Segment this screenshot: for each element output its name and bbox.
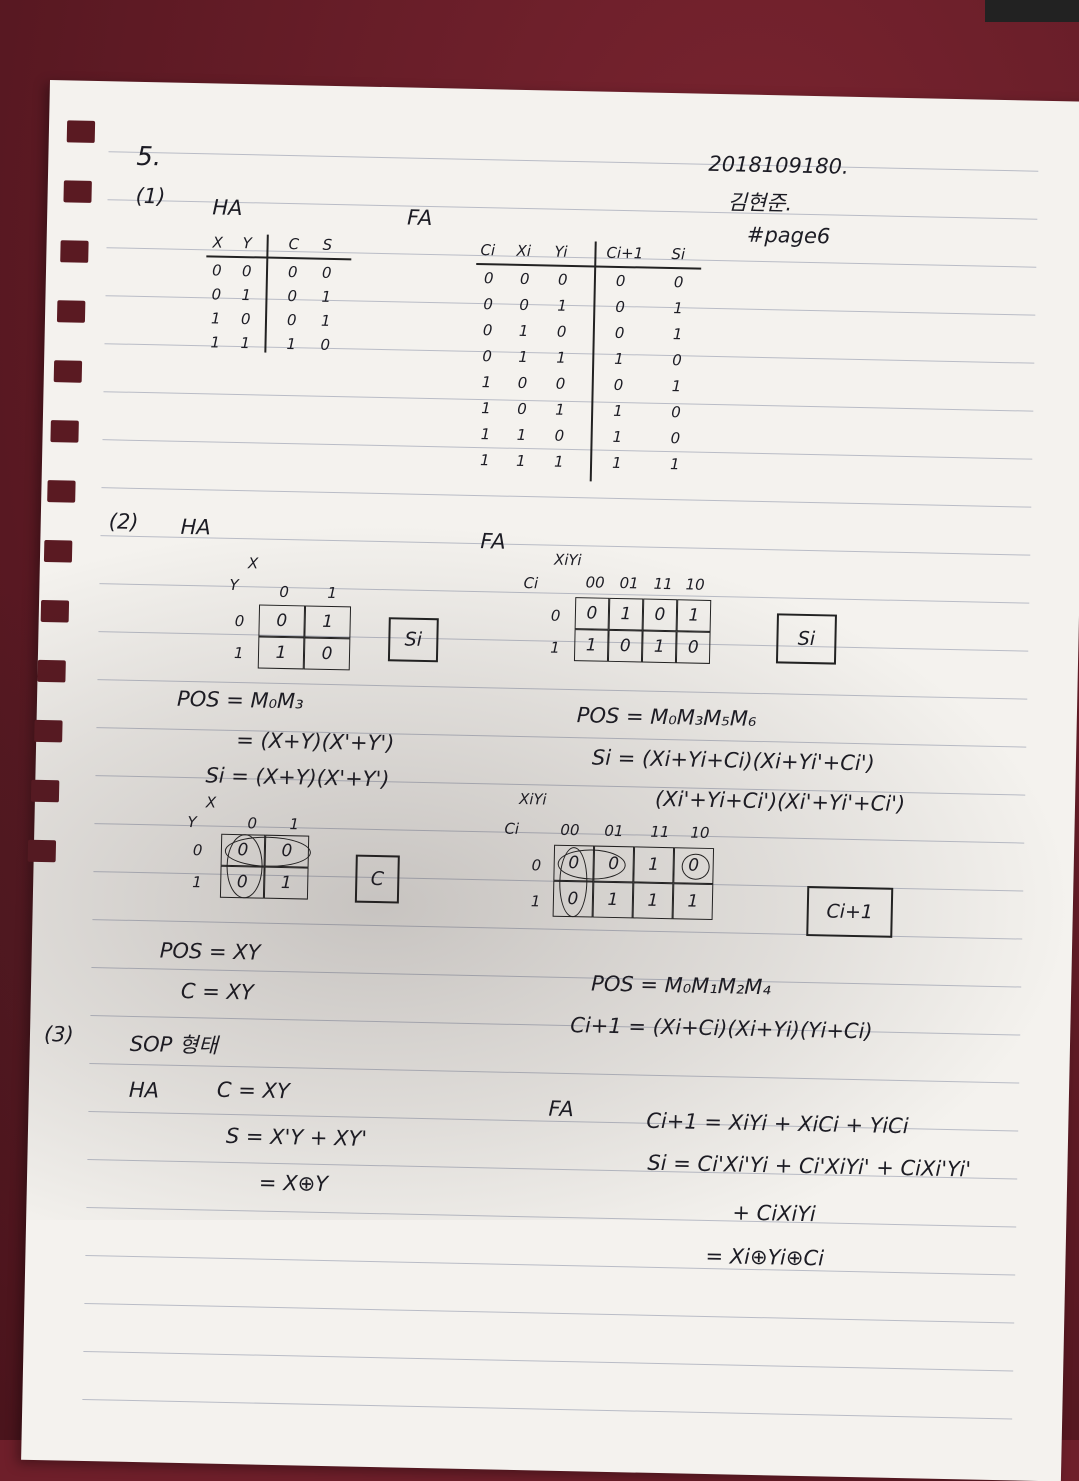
ruled-line: [83, 1350, 1014, 1372]
fa-si-expression-1: Si = (Xi+Yi+Ci)(Xi+Yi'+Ci'): [591, 745, 875, 776]
ruled-line: [86, 1207, 1017, 1228]
punch-hole: [56, 300, 86, 323]
student-id: 2018109180.: [708, 151, 849, 179]
part3-title: SOP 형태: [129, 1031, 218, 1058]
fa-kmap-title: FA: [480, 529, 506, 554]
ha-c-expression: C = XY: [180, 978, 255, 1005]
student-name: 김현준.: [727, 190, 793, 216]
notebook-page: 5. 2018109180. 김현준. #page6 (1) HA FA X Y…: [21, 80, 1079, 1481]
part3-ha-s-xor: = X⊕Y: [258, 1170, 329, 1197]
ruled-line: [90, 1015, 1021, 1036]
punch-hole: [50, 420, 79, 443]
ruled-line: [82, 1398, 1013, 1420]
ha-pos: POS = M₀M₃: [176, 686, 304, 714]
kmap-tag-si-fa: Si: [775, 613, 837, 665]
part3-ha-s: S = X'Y + XY': [225, 1123, 368, 1151]
ruled-line: [85, 1254, 1016, 1276]
punch-hole: [47, 480, 76, 503]
ha-pos-expanded: = (X+Y)(X'+Y'): [235, 728, 395, 756]
fa-kmap-c: XiYi Ci 00 01 11 10 0 1 0 0 1 0 0 1 1 1: [502, 790, 765, 945]
part3-fa-si-cont: + CiXiYi: [732, 1200, 816, 1227]
punch-hole: [63, 180, 92, 203]
part2-label: (2): [108, 509, 139, 534]
punch-hole: [43, 539, 73, 563]
ruled-line: [108, 151, 1039, 172]
fa-pos: POS = M₀M₃M₅M₆: [576, 703, 757, 731]
ruled-line: [84, 1302, 1015, 1324]
punch-hole: [53, 360, 83, 383]
ruled-line: [103, 391, 1034, 412]
kmap-tag-ci1: Ci+1: [806, 886, 894, 938]
ruled-line: [101, 487, 1032, 508]
ruled-line: [107, 199, 1038, 220]
punch-hole: [40, 599, 70, 623]
ha-si-expression: Si = (X+Y)(X'+Y'): [205, 763, 390, 792]
page-reference: #page6: [746, 222, 831, 249]
part3-fa-si: Si = Ci'Xi'Yi + Ci'XiYi' + CiXi'Yi': [647, 1150, 972, 1182]
part3-fa-title: FA: [548, 1096, 575, 1122]
ha-pos-c: POS = XY: [159, 938, 261, 965]
punch-hole: [37, 659, 66, 683]
problem-number: 5.: [136, 141, 162, 173]
fa-pos-c: POS = M₀M₁M₂M₄: [590, 971, 772, 1000]
punch-hole: [60, 240, 89, 263]
punch-hole: [66, 120, 96, 143]
device-edge: [985, 0, 1079, 22]
ruled-line: [102, 439, 1033, 460]
ha-kmap-c: X Y 0 1 0 1 0 0 0 1: [177, 793, 380, 927]
part3-ha-title: HA: [128, 1077, 160, 1103]
fa-ci1-expression: Ci+1 = (Xi+Ci)(Xi+Yi)(Yi+Ci): [570, 1013, 873, 1044]
part3-fa-si-xor: = Xi⊕Yi⊕Ci: [705, 1243, 825, 1271]
part3-ha-c: C = XY: [216, 1077, 290, 1104]
part1-label: (1): [135, 183, 166, 209]
punch-hole: [34, 719, 63, 743]
ha-kmap-title: HA: [180, 514, 212, 540]
punch-hole: [30, 779, 60, 803]
part3-label: (3): [43, 1022, 75, 1047]
kmap-tag-si: Si: [387, 617, 439, 663]
fa-kmap-s: XiYi Ci 00 01 11 10 0 1 0 1 0 1 1 0 1 0: [517, 550, 770, 695]
fa-truth-table-title: FA: [406, 205, 433, 231]
kmap-tag-c: C: [354, 854, 400, 904]
punch-hole: [27, 839, 57, 863]
ha-truth-table-title: HA: [212, 195, 243, 221]
part3-fa-ci1: Ci+1 = XiYi + XiCi + YiCi: [646, 1108, 909, 1139]
